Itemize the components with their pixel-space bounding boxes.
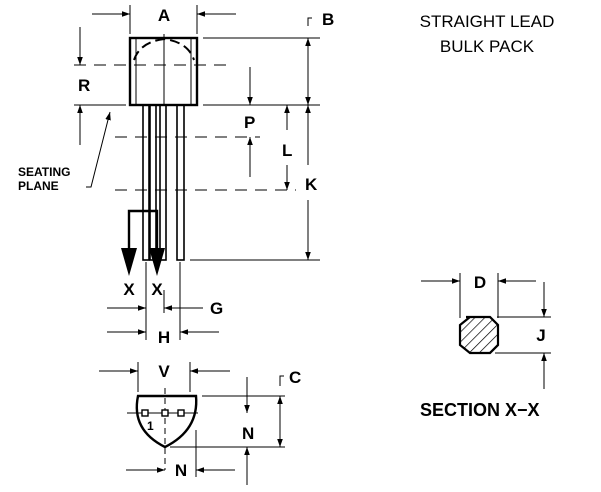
dimension-label-v: V [158, 362, 170, 381]
package-bottom-view [127, 388, 198, 470]
dimension-label-l: L [282, 141, 292, 160]
dimension-label-h: H [158, 328, 170, 347]
dimension-label-k: K [305, 175, 318, 194]
section-label-x-right: X [151, 280, 163, 299]
title-line-2: BULK PACK [440, 37, 535, 56]
section-cut-marker [121, 209, 165, 276]
dimension-label-n-vertical: N [242, 424, 254, 443]
dimension-label-n-horizontal: N [175, 461, 187, 480]
dimension-label-g: G [210, 299, 223, 318]
section-label-x-left: X [123, 280, 135, 299]
dimension-label-d: D [474, 273, 486, 292]
dimension-label-p: P [244, 113, 255, 132]
leads [142, 104, 185, 261]
section-x-x-label: SECTION X−X [420, 400, 540, 420]
package-body-side-view [74, 34, 232, 107]
dimension-label-r: R [78, 76, 90, 95]
dimension-label-j: J [536, 326, 545, 345]
dimension-label-b: B [322, 10, 334, 29]
pin-1-label: 1 [147, 419, 154, 433]
dimension-label-a: A [158, 6, 170, 25]
dimension-label-c: C [289, 368, 301, 387]
lead-cross-section [458, 315, 500, 355]
seating-plane-label-line1: SEATING [18, 165, 70, 179]
title-line-1: STRAIGHT LEAD [420, 12, 555, 31]
seating-plane-label-line2: PLANE [18, 179, 59, 193]
